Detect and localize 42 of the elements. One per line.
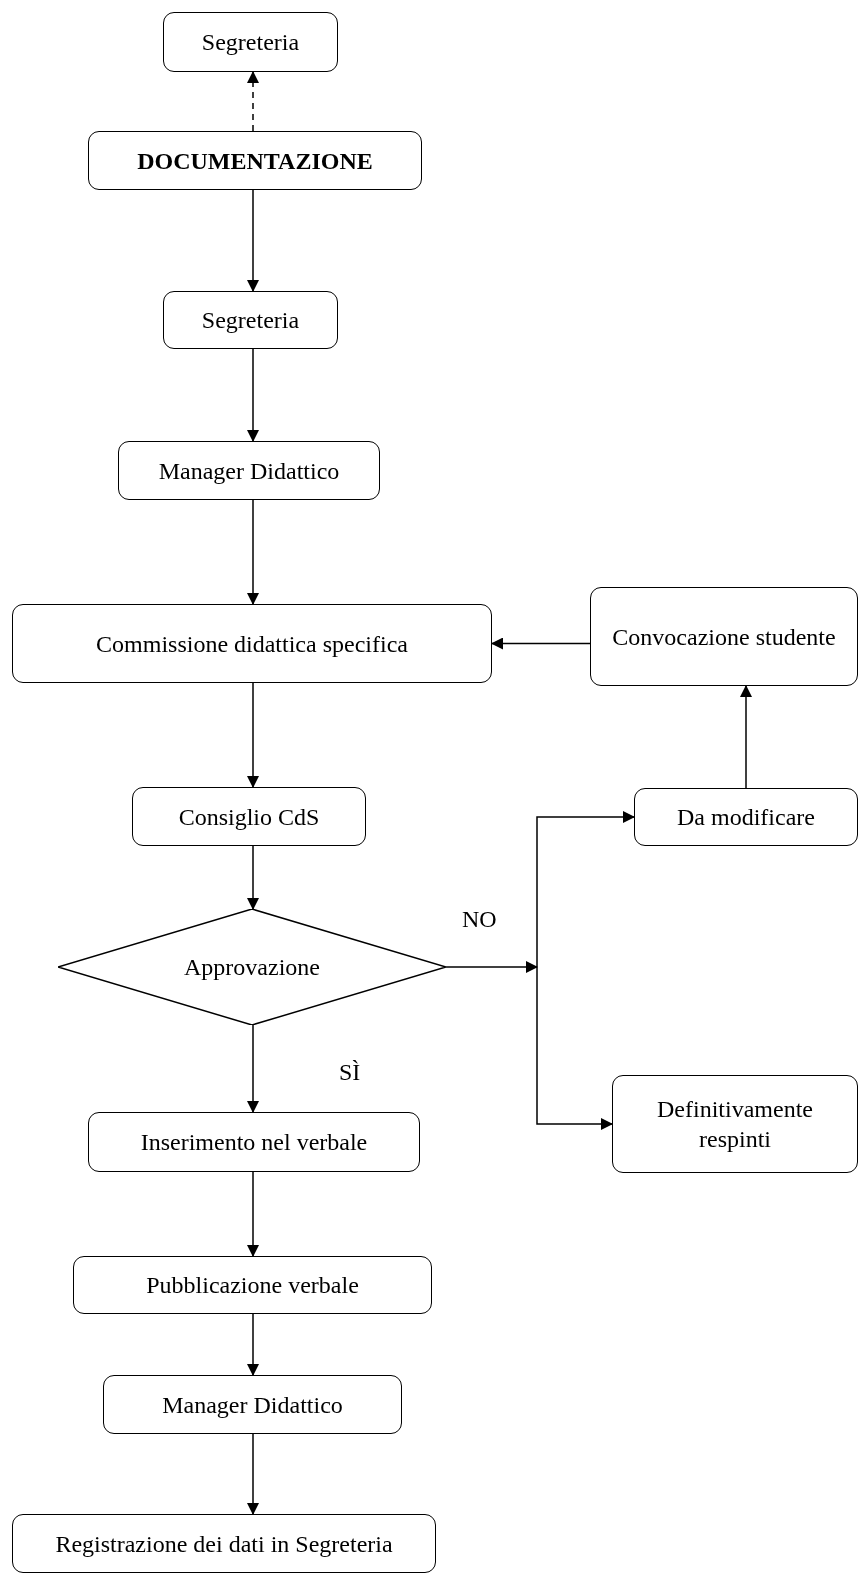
arrow: [247, 71, 259, 132]
arrow: [491, 637, 591, 650]
process-box: [88, 1112, 420, 1172]
process-box: [590, 587, 858, 686]
arrow: [247, 682, 259, 788]
arrow: [247, 499, 259, 605]
process-box: [73, 1256, 432, 1314]
node-label: Commissione didattica specifica: [96, 629, 408, 659]
process-box: [103, 1375, 402, 1434]
process-box: [163, 291, 338, 349]
arrow: [247, 845, 259, 910]
node-label: Registrazione dei dati in Segreteria: [55, 1529, 393, 1559]
node-label: Segreteria: [201, 28, 300, 57]
process-box: [118, 441, 380, 500]
node-label: Pubblicazione verbale: [146, 1271, 359, 1300]
arrow: [536, 966, 613, 1130]
node-label: DOCUMENTAZIONE: [137, 146, 373, 176]
node-label: Da modificare: [677, 803, 815, 832]
node-label: Manager Didattico: [162, 1390, 343, 1420]
node-label: Convocazione studente: [612, 622, 836, 652]
node-label: Inserimento nel verbale: [140, 1128, 368, 1157]
node-label: Approvazione: [184, 953, 320, 982]
arrow: [247, 1024, 259, 1113]
arrow: [740, 685, 752, 789]
process-box: [132, 787, 366, 846]
process-box: [12, 604, 492, 683]
arrow: [247, 189, 259, 292]
node-label: Consiglio CdS: [178, 802, 320, 832]
node-label: Definitivamente respinti: [656, 1095, 814, 1154]
arrow: [536, 811, 635, 968]
arrow: [247, 1313, 259, 1376]
process-box: [612, 1075, 858, 1173]
process-box: [163, 12, 338, 72]
process-box: [88, 131, 422, 190]
arrow: [247, 1433, 259, 1515]
process-box: [12, 1514, 436, 1573]
arrow: [445, 961, 538, 973]
arrow: [247, 1171, 259, 1257]
process-box: [634, 788, 858, 846]
node-label: Segreteria: [201, 306, 300, 335]
node-label: Manager Didattico: [158, 456, 340, 486]
arrow: [247, 348, 259, 442]
